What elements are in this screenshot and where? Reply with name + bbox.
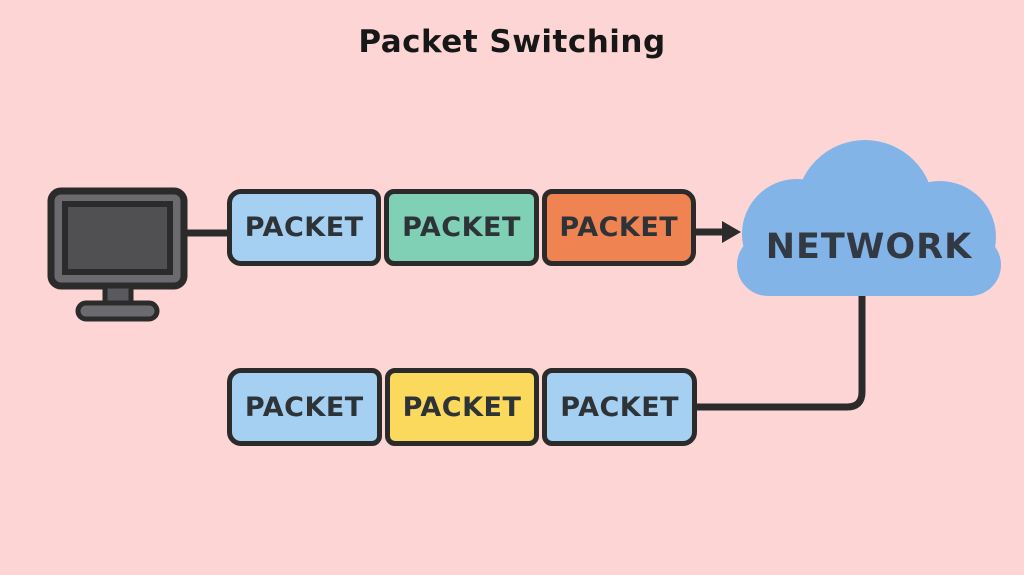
packet-label: PACKET: [244, 212, 364, 243]
packet-cell: PACKET: [227, 189, 382, 266]
packet-label: PACKET: [244, 391, 364, 423]
computer-monitor-icon: [47, 187, 188, 322]
incoming-packet-row: PACKET PACKET PACKET: [227, 368, 698, 446]
outgoing-packet-row: PACKET PACKET PACKET: [227, 189, 696, 266]
network-cloud-icon: [737, 140, 1001, 296]
network-label: NETWORK: [765, 227, 973, 267]
monitor-base: [75, 300, 160, 322]
packet-label: PACKET: [402, 212, 521, 243]
packet-label: PACKET: [402, 391, 522, 423]
packet-label: PACKET: [560, 391, 680, 423]
packet-cell: PACKET: [384, 368, 540, 446]
network-to-packets-line: [694, 282, 866, 411]
packet-cell: PACKET: [384, 189, 539, 266]
network-cloud: NETWORK: [735, 139, 1003, 297]
packet-cell: PACKET: [542, 368, 698, 446]
monitor-screen: [62, 201, 173, 275]
diagram-title: Packet Switching: [358, 24, 666, 60]
packet-label: PACKET: [559, 212, 679, 243]
packet-cell: PACKET: [541, 189, 696, 266]
packet-cell: PACKET: [227, 368, 382, 446]
